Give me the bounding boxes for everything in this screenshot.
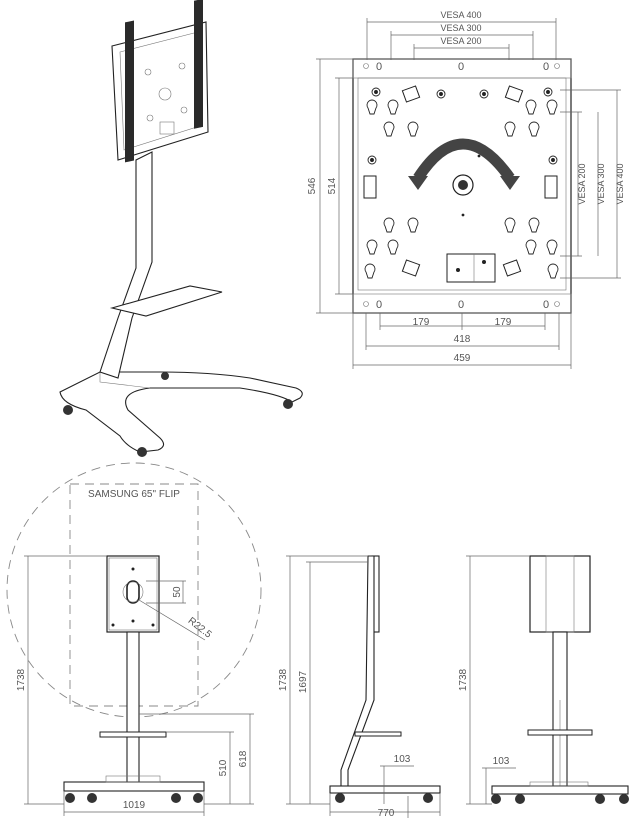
side-column (340, 555, 375, 791)
plate-bolts (367, 87, 558, 165)
label-dim-546: 546 (307, 177, 318, 194)
label-dim-418: 418 (454, 334, 471, 345)
label-vesa-400-v: VESA 400 (615, 163, 625, 204)
iso-base (59, 371, 303, 453)
label-front-1738: 1738 (16, 668, 27, 691)
label-dim-50: 50 (172, 586, 183, 598)
front-base (63, 781, 205, 792)
side-view: 1738 1697 103 770 (278, 555, 441, 819)
plate-zero-bl: 0 (376, 299, 382, 311)
label-dim-459: 459 (454, 353, 471, 364)
label-vesa-200-v: VESA 200 (577, 163, 587, 204)
front-view: SAMSUNG 65" FLIP 50 R22.5 1738 (6, 462, 262, 816)
isometric-stand-view (59, 0, 303, 457)
label-dim-1697: 1697 (298, 670, 309, 693)
iso-wheel-left (63, 405, 73, 415)
rear-shelf (527, 729, 593, 736)
label-dim-510: 510 (218, 759, 229, 776)
label-screen: SAMSUNG 65" FLIP (88, 489, 180, 500)
iso-wheel-right (283, 399, 293, 409)
rotation-arrow (413, 138, 515, 182)
iso-wheel-front (137, 447, 147, 457)
label-vesa-400-h: VESA 400 (440, 10, 481, 20)
side-base (329, 785, 441, 794)
rear-wheels (491, 794, 629, 804)
label-vesa-300-v: VESA 300 (596, 163, 606, 204)
label-dim-770: 770 (378, 808, 395, 819)
iso-shelf (109, 285, 223, 317)
label-rear-103: 103 (493, 756, 510, 767)
plate-zero-bc: 0 (458, 299, 464, 311)
front-shelf (99, 731, 167, 738)
plate-zero-tl: 0 (376, 61, 382, 73)
label-dim-1019: 1019 (123, 800, 146, 811)
front-wheels (65, 793, 203, 803)
plate-bottom-bracket (446, 253, 496, 283)
front-pivot-slot (126, 580, 140, 604)
plate-zero-tr: 0 (543, 61, 549, 73)
rear-base (491, 785, 629, 795)
side-shelf (354, 731, 402, 737)
keyhole-slots (364, 99, 559, 279)
label-dim-514: 514 (327, 177, 338, 194)
label-side-103: 103 (394, 754, 411, 765)
iso-column (99, 151, 153, 379)
rear-head-plate (529, 555, 591, 633)
label-vesa-300-h: VESA 300 (440, 23, 481, 33)
vesa-plate-view: 0 0 0 0 0 0 (307, 10, 625, 369)
iso-wheel-back (161, 372, 169, 380)
label-dim-179-right: 179 (495, 317, 512, 328)
label-dim-179-left: 179 (413, 317, 430, 328)
front-column (126, 631, 140, 791)
plate-zero-tc: 0 (458, 61, 464, 73)
label-vesa-200-h: VESA 200 (440, 36, 481, 46)
plate-clamps (363, 85, 558, 277)
rear-view: 1738 103 (458, 555, 629, 805)
label-side-1738: 1738 (278, 668, 289, 691)
label-dim-618: 618 (238, 750, 249, 767)
side-wheels (335, 793, 433, 803)
plate-zero-br: 0 (543, 299, 549, 311)
label-rear-1738: 1738 (458, 668, 469, 691)
